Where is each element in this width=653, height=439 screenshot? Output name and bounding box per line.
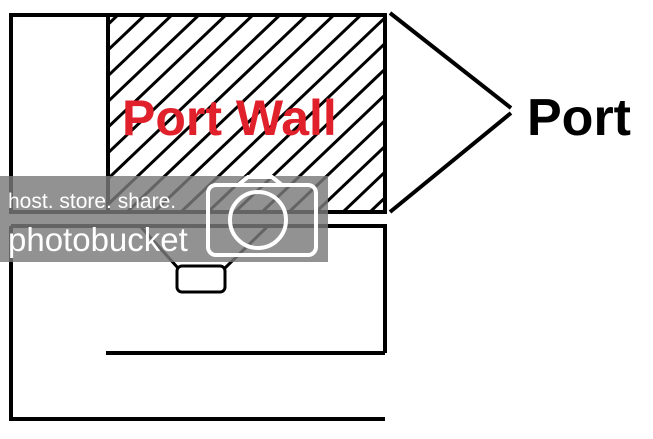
hatch-line (341, 169, 385, 212)
hatch-line (108, 15, 227, 130)
hatch-line (314, 144, 385, 212)
watermark-band (0, 176, 328, 262)
hatch-line (108, 15, 254, 156)
port-bracket-lower (388, 111, 513, 214)
port-bracket-upper (388, 11, 513, 110)
hatch-line (108, 15, 200, 104)
watermark-tagline: host. store. share. (8, 190, 176, 213)
nozzle-opening (175, 264, 227, 294)
lower-block-outline (9, 226, 385, 421)
photobucket-watermark: host. store. share. photobucket (0, 175, 328, 262)
port-label: Port (527, 89, 631, 147)
hatch-line (108, 15, 146, 53)
hatch-line (108, 15, 173, 78)
camera-icon (206, 175, 318, 257)
hatch-line (108, 15, 281, 181)
port-wall-label: Port Wall (122, 90, 337, 146)
watermark-brand: photobucket (8, 221, 188, 258)
